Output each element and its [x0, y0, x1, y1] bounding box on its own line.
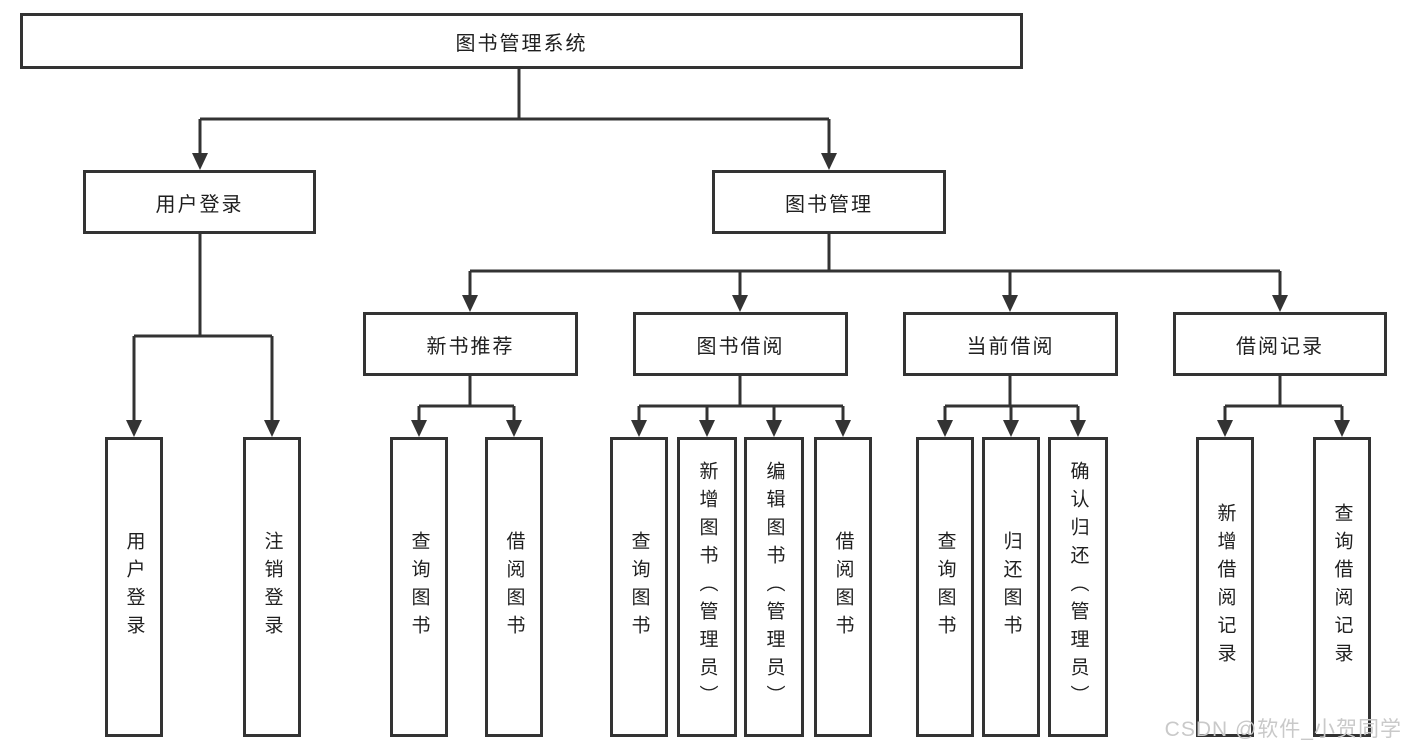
leaf-add-borrow-record: 新增借阅记录: [1196, 437, 1254, 737]
leaf-current-query-book-label: 查询图书: [934, 531, 956, 643]
node-borrowing-records-label: 借阅记录: [1236, 335, 1324, 358]
leaf-user-login-label: 用户登录: [123, 531, 145, 643]
leaf-edit-book-admin: 编辑图书（管理员）: [744, 437, 804, 737]
node-book-management: 图书管理: [712, 170, 946, 234]
leaf-recommend-borrow-book: 借阅图书: [485, 437, 543, 737]
node-book-borrowing-label: 图书借阅: [696, 335, 785, 358]
leaf-query-borrow-record-label: 查询借阅记录: [1331, 503, 1353, 671]
leaf-add-book-admin: 新增图书（管理员）: [677, 437, 737, 737]
leaf-add-borrow-record-label: 新增借阅记录: [1214, 503, 1236, 671]
node-user-login-label: 用户登录: [155, 193, 244, 216]
leaf-borrowing-borrow-book-label: 借阅图书: [832, 531, 854, 643]
node-current-borrowing: 当前借阅: [903, 312, 1118, 376]
leaf-add-book-admin-label: 新增图书（管理员）: [696, 461, 718, 713]
node-root: 图书管理系统: [20, 13, 1023, 69]
node-new-book-recommendation-label: 新书推荐: [426, 335, 515, 358]
leaf-return-book-label: 归还图书: [1000, 531, 1022, 643]
leaf-borrowing-query-book-label: 查询图书: [628, 531, 650, 643]
leaf-confirm-return-admin-label: 确认归还（管理员）: [1067, 461, 1089, 713]
node-new-book-recommendation: 新书推荐: [363, 312, 578, 376]
leaf-confirm-return-admin: 确认归还（管理员）: [1048, 437, 1108, 737]
leaf-query-borrow-record: 查询借阅记录: [1313, 437, 1371, 737]
leaf-current-query-book: 查询图书: [916, 437, 974, 737]
node-borrowing-records: 借阅记录: [1173, 312, 1387, 376]
node-book-management-label: 图书管理: [785, 193, 873, 216]
node-root-label: 图书管理系统: [455, 32, 588, 55]
watermark: CSDN @软件_小贺同学: [1164, 718, 1402, 741]
node-book-borrowing: 图书借阅: [633, 312, 848, 376]
leaf-return-book: 归还图书: [982, 437, 1040, 737]
leaf-borrowing-query-book: 查询图书: [610, 437, 668, 737]
leaf-borrowing-borrow-book: 借阅图书: [814, 437, 872, 737]
leaf-logout-label: 注销登录: [261, 531, 283, 643]
leaf-edit-book-admin-label: 编辑图书（管理员）: [763, 461, 785, 713]
leaf-logout: 注销登录: [243, 437, 301, 737]
node-user-login: 用户登录: [83, 170, 316, 234]
leaf-recommend-borrow-book-label: 借阅图书: [503, 531, 525, 643]
leaf-recommend-query-book-label: 查询图书: [408, 531, 430, 643]
leaf-recommend-query-book: 查询图书: [390, 437, 448, 737]
leaf-user-login: 用户登录: [105, 437, 163, 737]
node-current-borrowing-label: 当前借阅: [966, 335, 1055, 358]
